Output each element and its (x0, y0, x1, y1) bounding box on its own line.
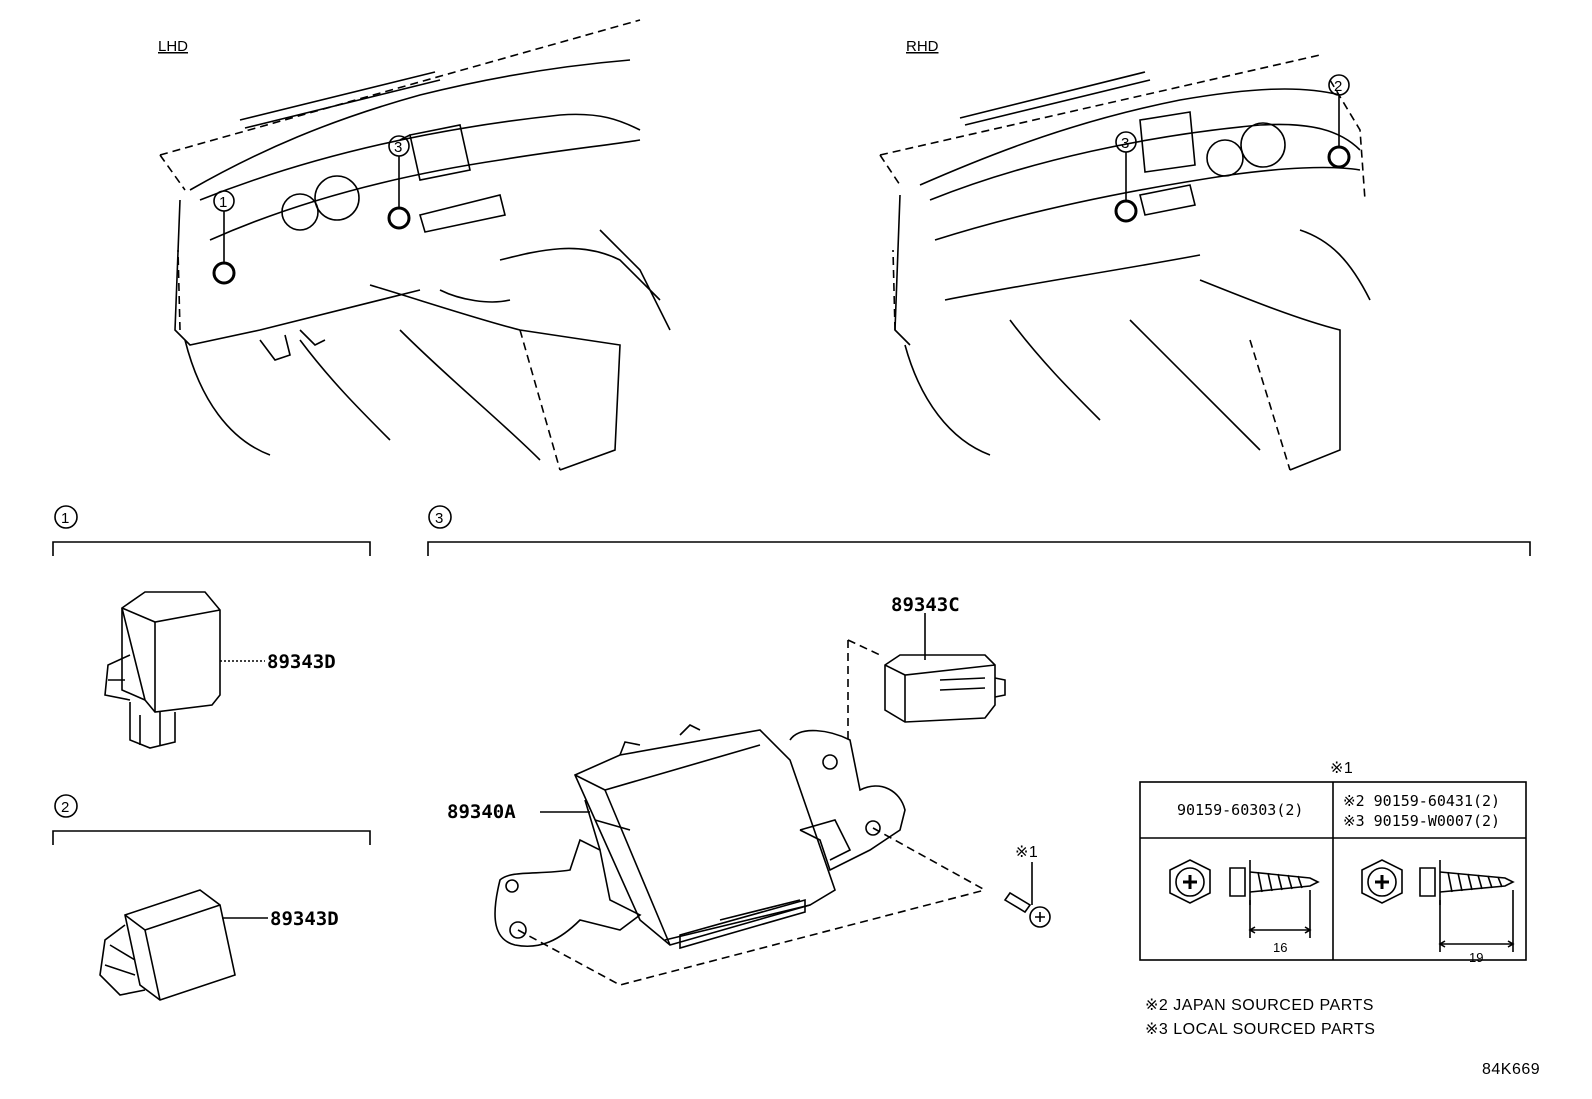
part-number-89343D-b: 89343D (270, 908, 339, 930)
dim-label-19: 19 (1469, 950, 1483, 965)
callout-2-rhd: 2 (1334, 78, 1342, 95)
callout-3-rhd: 3 (1121, 135, 1129, 152)
rhd-label: RHD (906, 38, 939, 55)
part-number-89340A: 89340A (447, 801, 516, 823)
part-89343D-sensor-a (104, 591, 265, 749)
callout-1-lhd: 1 (219, 194, 227, 211)
section-3-number: 3 (435, 510, 443, 527)
dim-label-16: 16 (1273, 940, 1287, 955)
section-3: 3 89343C (427, 505, 1531, 986)
note-local-sourced: ※3 LOCAL SOURCED PARTS (1145, 1021, 1375, 1038)
bolt-icon-1 (1169, 859, 1320, 938)
lhd-dashboard-illustration: LHD 1 3 (158, 19, 671, 471)
part-number-89343D-a: 89343D (267, 651, 336, 673)
section-1-number: 1 (61, 510, 69, 527)
part-89343D-sensor-b (99, 889, 268, 1001)
section-2: 2 89343D (52, 794, 371, 1001)
callout-3-lhd: 3 (394, 139, 402, 156)
table-col2-row1: ※2 90159-60431(2) (1343, 792, 1500, 810)
section-1: 1 89343D (52, 505, 371, 749)
part-number-89343C: 89343C (891, 594, 960, 616)
screw-ref-mark: ※1 (1015, 844, 1038, 861)
part-89340A-ecu (494, 724, 906, 950)
part-89343C-connector (884, 613, 1006, 723)
section-2-number: 2 (61, 799, 69, 816)
diagram-id: 84K669 (1482, 1061, 1540, 1078)
screw-part (1003, 862, 1051, 928)
note-japan-sourced: ※2 JAPAN SOURCED PARTS (1145, 997, 1374, 1014)
table-col2-row2: ※3 90159-W0007(2) (1343, 812, 1500, 830)
table-col1-header: 90159-60303(2) (1177, 801, 1303, 819)
rhd-dashboard-illustration: RHD 3 2 (879, 38, 1371, 471)
bolt-icon-2 (1361, 859, 1515, 952)
lhd-label: LHD (158, 38, 188, 55)
fastener-table: ※1 90159-60303(2) ※2 90159-60431(2) ※3 9… (1139, 760, 1527, 965)
table-ref-mark: ※1 (1330, 760, 1353, 777)
